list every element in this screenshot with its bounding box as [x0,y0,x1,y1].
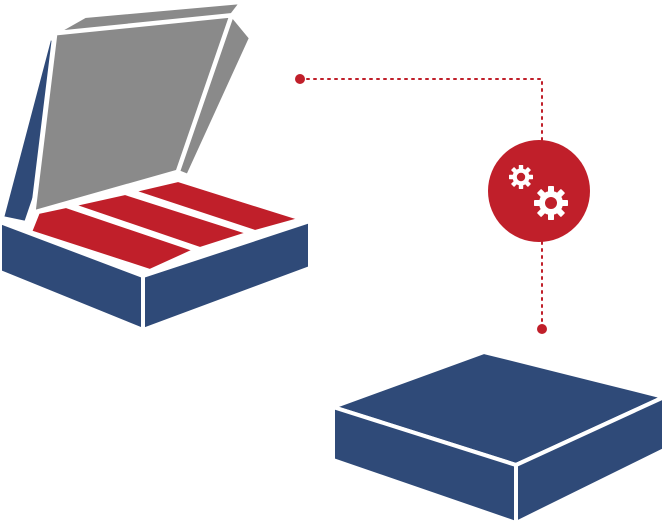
process-connector [295,74,547,334]
connector-end-dot [537,324,547,334]
compartment-1 [28,204,198,273]
open-box-with-compartments-icon [0,0,312,332]
connector-line-top [299,78,543,141]
compartment-3 [129,178,304,234]
large-gear [534,186,568,220]
open-box-right-face [141,219,312,332]
closed-box-icon [331,350,665,525]
gears-icon [488,140,590,242]
small-gear [509,165,533,189]
closed-box-right-face [514,395,665,525]
open-box-lid-right-edge [176,13,253,178]
compartment-2 [69,191,252,251]
